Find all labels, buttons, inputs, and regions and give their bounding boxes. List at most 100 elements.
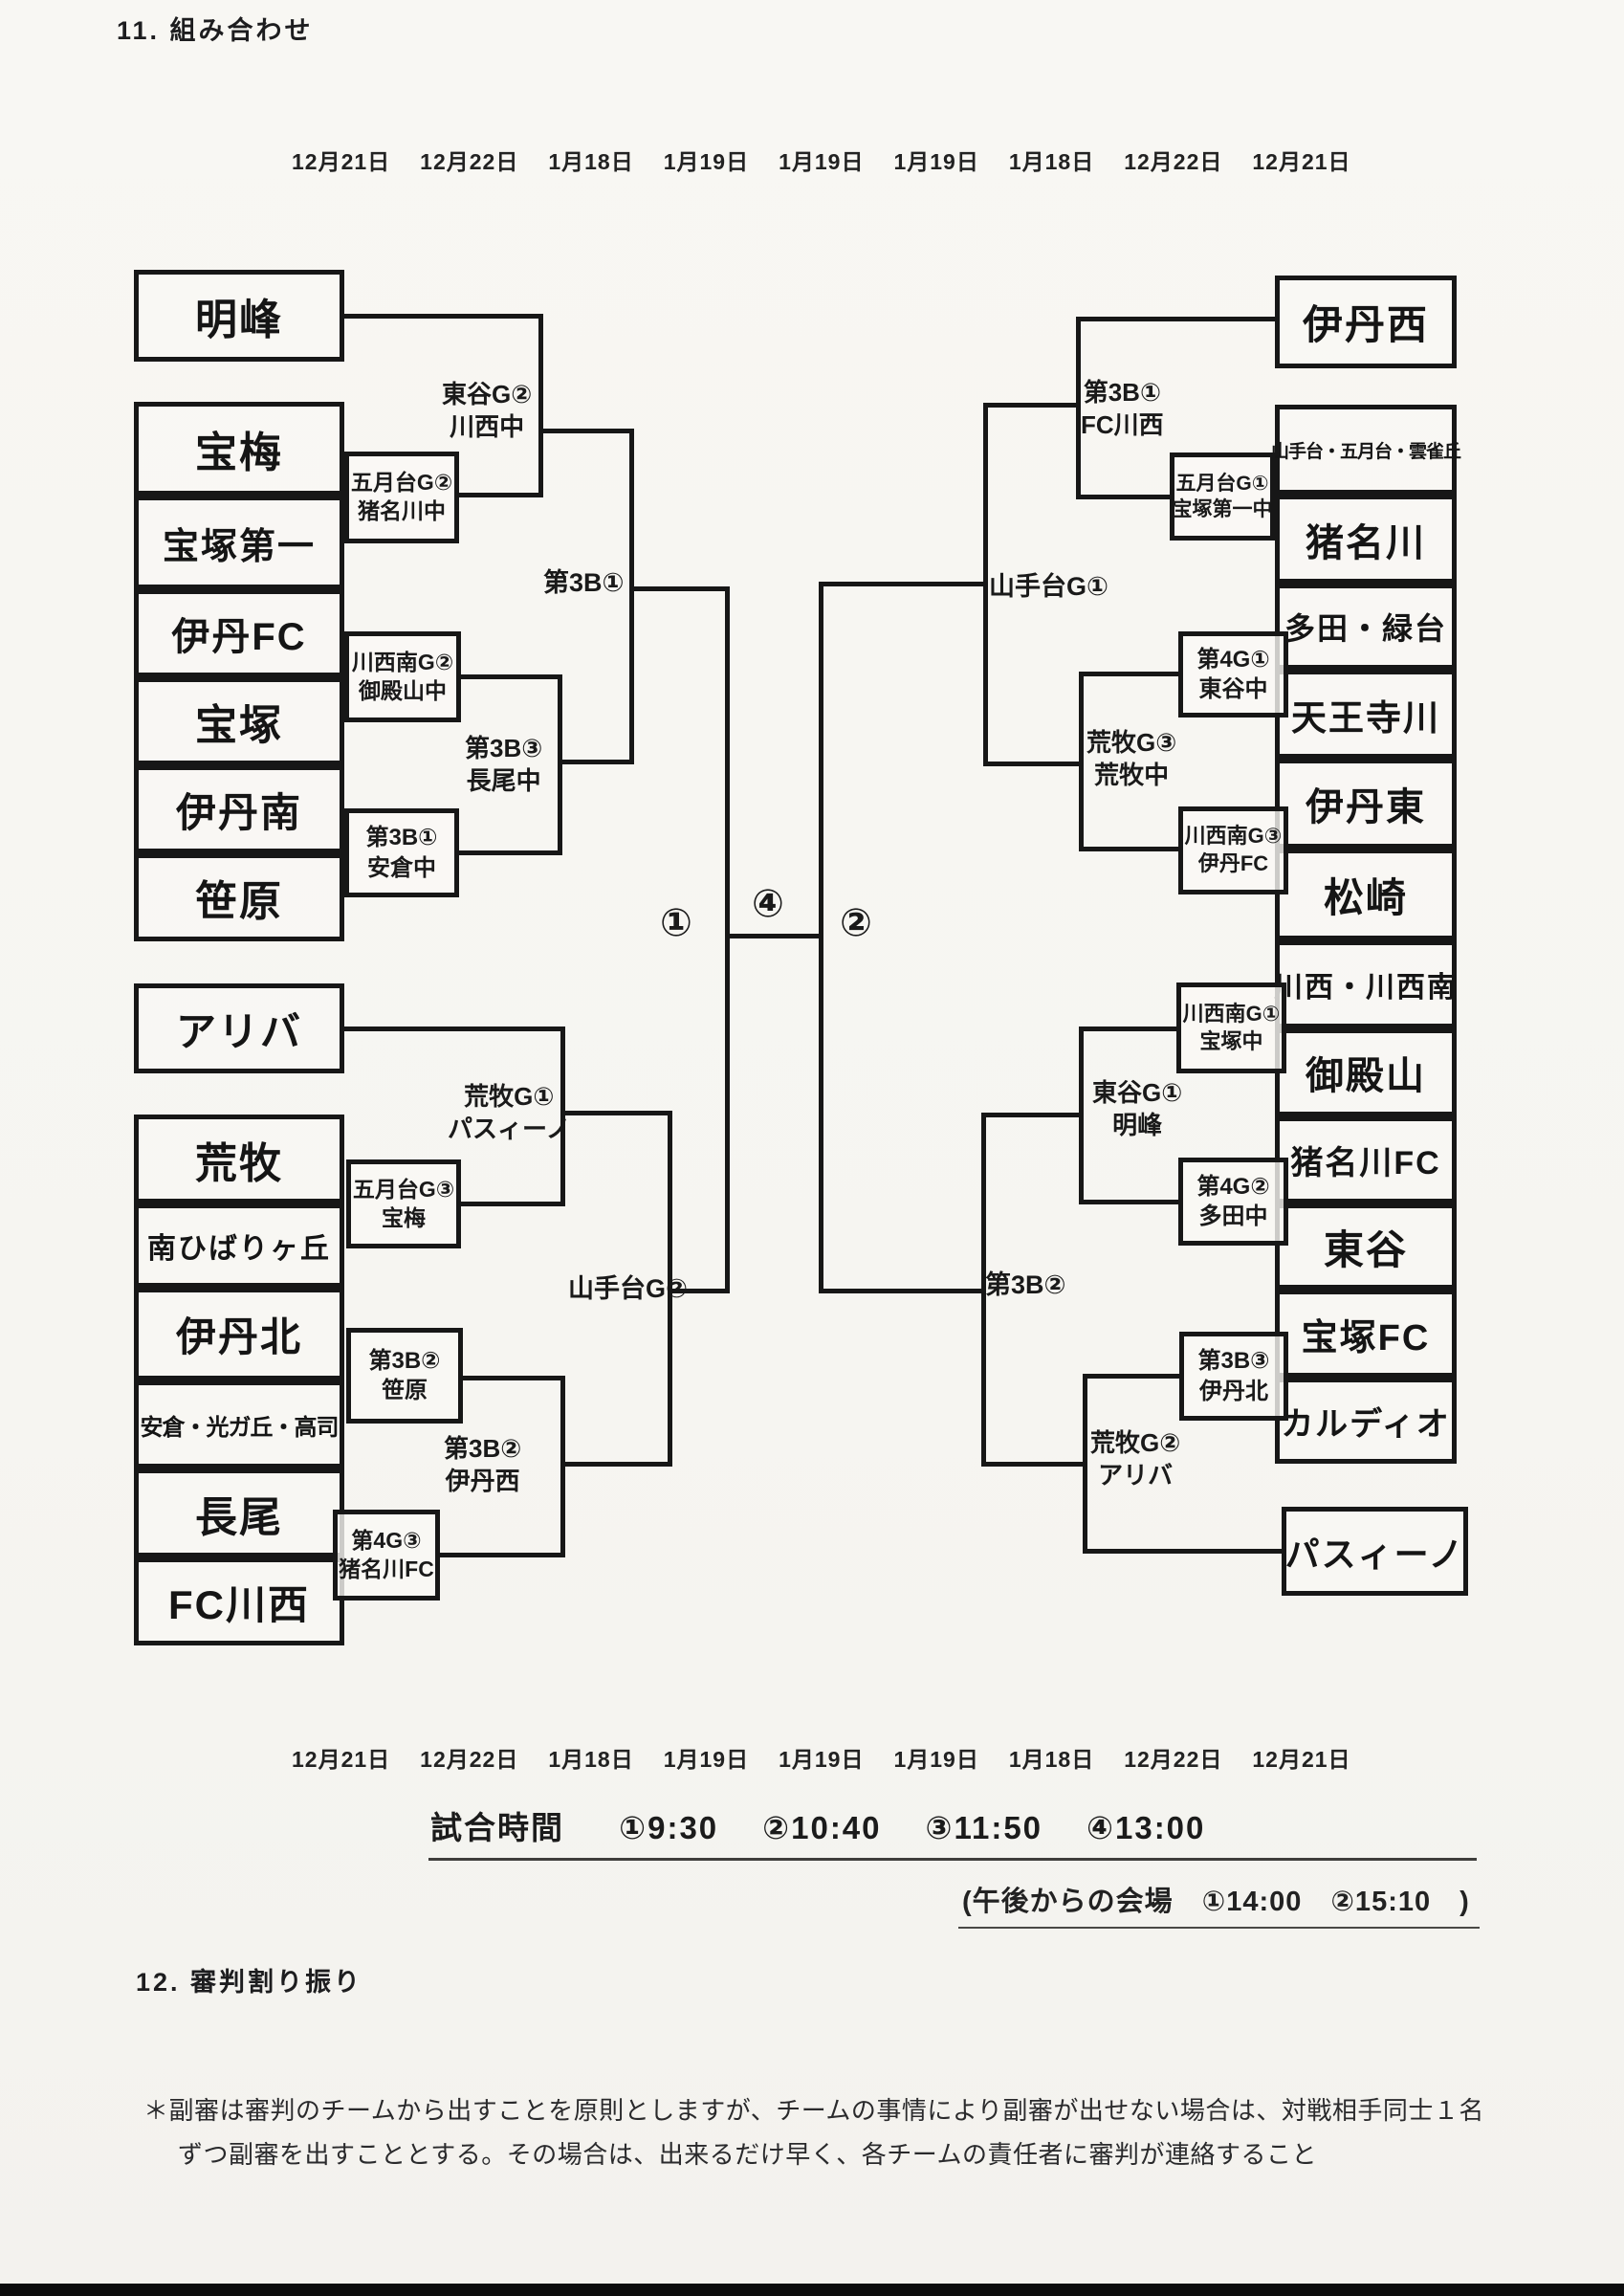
date-label: 12月21日: [292, 1747, 391, 1772]
round-number-label: ④: [752, 883, 784, 925]
date-label: 12月21日: [292, 149, 391, 174]
match-label-line: アリバ: [1098, 1460, 1174, 1490]
match-label-line: 第3B①: [1083, 378, 1161, 407]
bracket-connector-line: [1081, 847, 1178, 851]
team-box: 宝塚第一: [134, 496, 344, 589]
date-label: 1月19日: [893, 1747, 979, 1772]
team-box: 猪名川FC: [1275, 1116, 1457, 1203]
team-box: 宝塚: [134, 677, 344, 765]
match-label-line: 明峰: [1112, 1110, 1163, 1139]
afternoon-venue-note: (午後からの会場 ①14:00 ②15:10 ): [958, 1879, 1480, 1929]
bracket-connector-line: [459, 674, 560, 679]
team-box: FC川西: [134, 1557, 344, 1645]
team-box: 長尾: [134, 1468, 344, 1557]
team-box: 笹原: [134, 853, 344, 941]
team-box: 山手台・五月台・雲雀丘: [1271, 405, 1461, 495]
match-label-line: 川西南G②: [351, 649, 454, 674]
bracket-connector-line: [562, 1111, 669, 1115]
match-label-line: 伊丹北: [1199, 1378, 1268, 1404]
bracket-connector-line: [1081, 672, 1178, 676]
match-label-line: 第3B②: [444, 1434, 522, 1463]
match-label-line: 川西南G③: [1184, 824, 1283, 849]
team-box: 多田・緑台: [1275, 584, 1457, 670]
team-box: 御殿山: [1275, 1028, 1457, 1116]
round-number-label: ①: [660, 902, 692, 944]
bracket-connector-line: [819, 582, 823, 1293]
match-label-text: 山手台G①: [989, 570, 1108, 604]
date-label: 1月19日: [893, 149, 979, 174]
match-time-item: ②10:40: [762, 1810, 882, 1845]
match-label-line: 荒牧G①: [464, 1082, 555, 1111]
bracket-connector-line: [1083, 1374, 1087, 1554]
match-label-line: 第3B①: [543, 568, 625, 597]
date-label: 12月22日: [1124, 149, 1223, 174]
team-box: 川西・川西南: [1274, 940, 1457, 1028]
match-label-line: 御殿山中: [359, 677, 447, 703]
bracket-connector-line: [560, 1376, 565, 1557]
match-label-line: 宝塚第一中: [1172, 498, 1273, 520]
bracket-connector-line: [725, 586, 730, 1293]
match-label-text: 第3B①: [543, 566, 624, 600]
bracket-connector-line: [1078, 495, 1170, 499]
match-label-box: 第3B① 安倉中: [344, 808, 459, 897]
bracket-connector-line: [461, 1202, 562, 1206]
bracket-connector-line: [1078, 317, 1275, 321]
date-label: 1月18日: [548, 149, 634, 174]
match-label-line: 伊丹西: [445, 1466, 520, 1495]
bracket-connector-line: [1081, 1200, 1178, 1204]
bracket-connector-line: [983, 1462, 1085, 1467]
match-label-line: 長尾中: [466, 765, 541, 795]
team-box: 松崎: [1275, 849, 1457, 940]
match-label-line: 第3B①: [365, 825, 438, 851]
match-label-line: 荒牧G③: [1086, 728, 1177, 757]
round-number-label: ②: [840, 902, 872, 944]
date-label: 12月22日: [1124, 1747, 1223, 1772]
match-label-line: 第3B③: [1197, 1348, 1270, 1375]
date-label: 1月19日: [779, 1747, 865, 1772]
match-label-line: 猪名川中: [358, 498, 446, 523]
match-label-line: 東谷G②: [442, 380, 533, 408]
match-label-line: 安倉中: [367, 854, 436, 881]
match-label-line: 宝梅: [382, 1204, 426, 1230]
match-label-line: 宝塚中: [1199, 1028, 1263, 1053]
footnote-line-1: ＊副審は審判のチームから出すことを原則としますが、チームの事情により副審が出せな…: [143, 2096, 1484, 2125]
match-label-text: 第3B② 伊丹西: [444, 1433, 521, 1498]
match-label-box: 川西南G② 御殿山中: [344, 631, 461, 722]
bracket-connector-line: [981, 1113, 986, 1467]
footnote-line-2: ずつ副審を出すこととする。その場合は、出来るだけ早く、各チームの責任者に審判が連…: [178, 2140, 1317, 2169]
bracket-connector-line: [540, 429, 631, 433]
bracket-connector-line: [440, 1553, 562, 1557]
match-time-item: ③11:50: [925, 1810, 1043, 1845]
match-label-line: 五月台G②: [350, 470, 453, 496]
match-label-line: 伊丹FC: [1197, 851, 1269, 875]
team-box: 天王寺川: [1275, 670, 1457, 759]
team-box: 荒牧: [134, 1115, 344, 1203]
bracket-connector-line: [463, 1376, 562, 1380]
bracket-connector-line: [983, 403, 988, 766]
match-label-box: 第3B③ 伊丹北: [1179, 1332, 1288, 1421]
date-label: 12月22日: [420, 1747, 519, 1772]
bracket-connector-line: [558, 674, 562, 855]
bracket-connector-line: [983, 1113, 1081, 1117]
bracket-connector-line: [1079, 672, 1084, 851]
bracket-connector-line: [1085, 1549, 1282, 1554]
team-box: カルディオ: [1275, 1378, 1457, 1464]
date-label: 1月18日: [1008, 149, 1095, 174]
match-label-line: 東谷中: [1198, 676, 1268, 702]
match-label-text: 第3B②: [985, 1269, 1065, 1302]
match-label-line: FC川西: [1081, 409, 1164, 439]
team-box: 宝梅: [134, 402, 344, 496]
